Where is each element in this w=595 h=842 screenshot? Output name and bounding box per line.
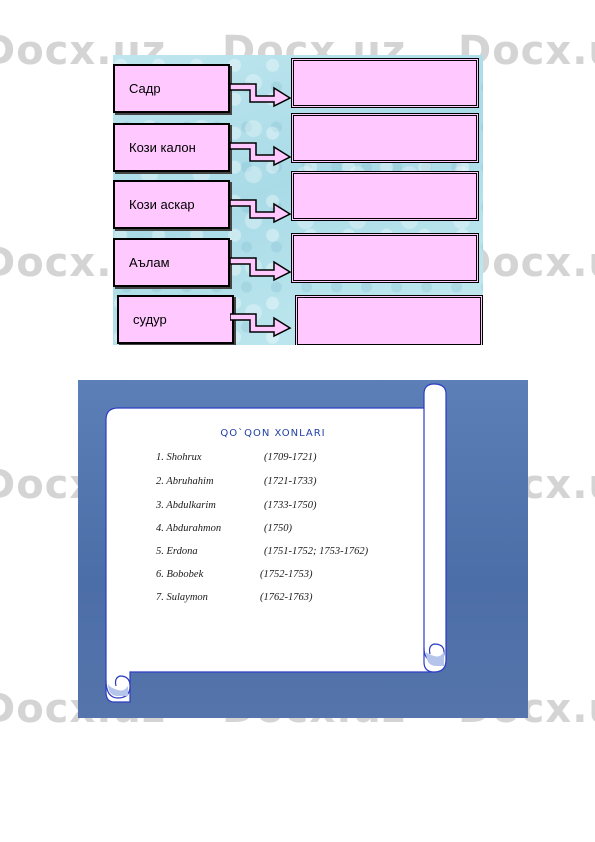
list-item: 4. Abdurahmon (1750) <box>156 523 292 534</box>
khan-years: (1750) <box>264 523 292 534</box>
diagram-empty-box <box>291 113 479 163</box>
diagram-label: Кози калон <box>129 140 196 155</box>
list-item: 7. Sulaymon (1762-1763) <box>156 592 313 603</box>
khans-list-title: QO`QON XONLARI <box>220 428 326 439</box>
khan-years: (1751-1752; 1753-1762) <box>264 546 369 557</box>
diagram-empty-box <box>295 295 483 345</box>
list-item: 5. Erdona (1751-1752; 1753-1762) <box>156 546 368 557</box>
diagram-label-box: Садр <box>113 64 230 113</box>
arrow-right-icon <box>230 83 292 108</box>
arrow-right-icon <box>230 199 292 224</box>
khan-name: 4. Abdurahmon <box>156 523 222 534</box>
khan-name: 7. Sulaymon <box>156 592 208 603</box>
diagram-label: Садр <box>129 81 161 96</box>
diagram-label-box: Аълам <box>113 238 230 287</box>
khan-years: (1752-1753) <box>260 569 313 580</box>
diagram-empty-box <box>291 171 479 221</box>
diagram-empty-box <box>291 233 479 283</box>
diagram-label: Кози аскар <box>129 197 195 212</box>
khan-years: (1709-1721) <box>264 452 317 463</box>
diagram-label: Аълам <box>129 255 170 270</box>
khan-name: 5. Erdona <box>156 546 198 557</box>
khan-years: (1762-1763) <box>260 592 313 603</box>
khan-name: 3. Abdulkarim <box>156 500 216 511</box>
officials-diagram-slide: Садр Кози калон Кози аскар Аълам судур <box>113 55 483 345</box>
diagram-label-box: судур <box>117 295 234 344</box>
khan-name: 2. Abruhahim <box>156 476 214 487</box>
list-item: 2. Abruhahim (1721-1733) <box>156 476 317 487</box>
list-item: 1. Shohrux (1709-1721) <box>156 452 317 463</box>
diagram-label-box: Кози калон <box>113 123 230 172</box>
list-item: 3. Abdulkarim (1733-1750) <box>156 500 317 511</box>
diagram-empty-box <box>291 58 479 108</box>
diagram-label: судур <box>133 312 167 327</box>
khan-years: (1721-1733) <box>264 476 317 487</box>
khan-name: 6. Bobobek <box>156 569 204 580</box>
list-item: 6. Bobobek (1752-1753) <box>156 569 313 580</box>
khans-list-slide: QO`QON XONLARI 1. Shohrux (1709-1721) 2. … <box>78 380 528 718</box>
khan-name: 1. Shohrux <box>156 452 202 463</box>
diagram-label-box: Кози аскар <box>113 180 230 229</box>
arrow-right-icon <box>230 313 292 338</box>
scroll-frame <box>105 383 447 703</box>
khan-years: (1733-1750) <box>264 500 317 511</box>
arrow-right-icon <box>230 142 292 167</box>
arrow-right-icon <box>230 257 292 282</box>
